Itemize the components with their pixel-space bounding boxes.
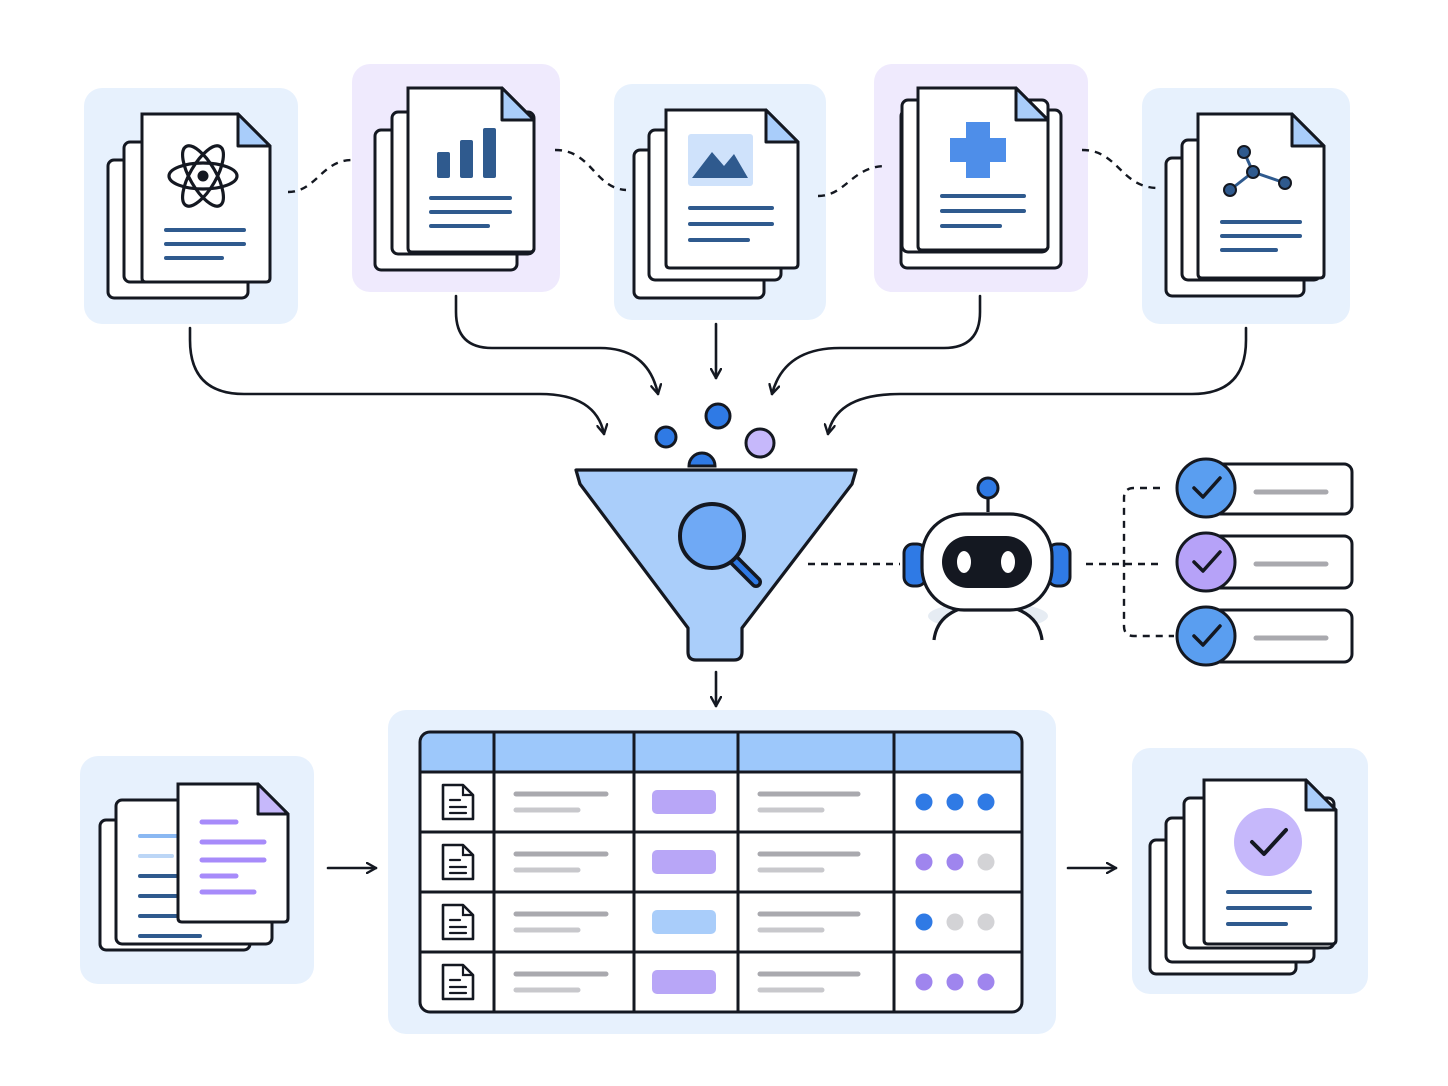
bar-chart-icon [437,128,496,178]
output-document [1132,748,1368,994]
source-dashed-links [287,148,1157,198]
source-card-analytics [352,64,560,292]
status-dot [977,913,995,931]
magnifier-icon [678,502,762,588]
document-icon [441,903,475,941]
status-dot [946,793,964,811]
document-stack-icon [98,782,290,952]
table-row [441,783,995,821]
document-icon [441,843,475,881]
category-tag [652,790,716,814]
status-dot [946,973,964,991]
check-icon [1192,550,1222,573]
network-graph-icon [1223,145,1292,197]
status-dot [946,853,964,871]
status-dot [977,793,995,811]
checklist-item [1175,457,1354,519]
verified-document-icon [1234,808,1302,876]
category-tag [652,910,716,934]
atom-icon [167,144,239,208]
table-row [441,903,995,941]
source-card-science [84,88,298,324]
status-dot [915,853,933,871]
table-row [441,963,995,1001]
status-dot [915,793,933,811]
category-tag [652,850,716,874]
image-icon [688,134,753,186]
document-icon [441,963,475,1001]
status-dot [915,913,933,931]
source-documents [84,64,1350,324]
robot-checklist-links [1086,486,1174,638]
check-icon [1192,624,1222,647]
check-icon [1192,476,1222,499]
table-row [441,843,995,881]
source-card-images [614,84,826,320]
medical-cross-icon [950,122,1006,178]
status-dot [915,973,933,991]
table-header [420,732,1022,772]
checklist-item [1175,531,1354,593]
checklist-item [1175,605,1354,667]
robot-icon [902,476,1072,641]
status-dot [946,913,964,931]
source-card-network [1142,88,1350,324]
validation-checklist [1175,457,1354,667]
status-dot [977,853,995,871]
input-documents [80,756,314,984]
status-dot [977,973,995,991]
filter-funnel [574,402,858,662]
data-particles [654,402,776,468]
source-to-funnel-arrows [188,294,1248,436]
category-tag [652,970,716,994]
source-card-medical [874,64,1088,292]
table-rows [441,783,995,1001]
document-icon [441,783,475,821]
structured-data-table [388,710,1056,1034]
